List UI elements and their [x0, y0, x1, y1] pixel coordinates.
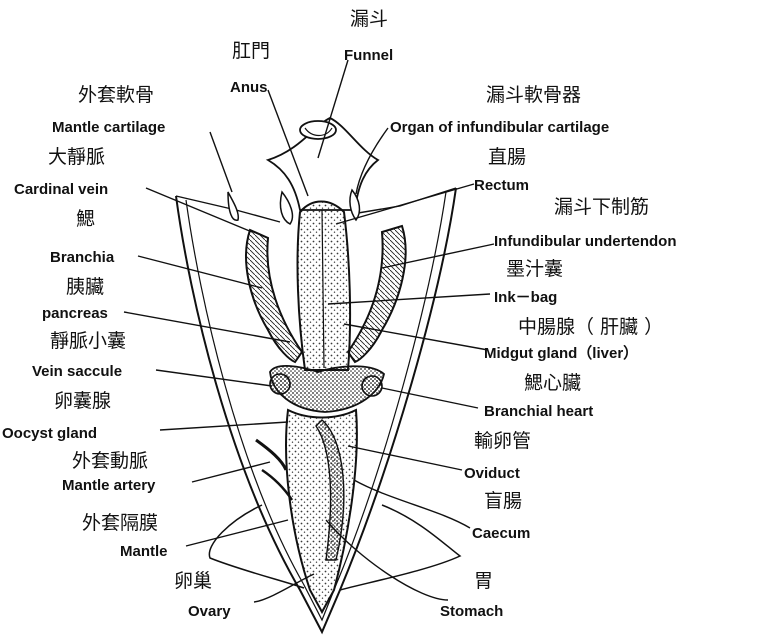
label-ovary-en: Ovary [188, 604, 231, 619]
fin-left [209, 505, 304, 588]
label-infundibular-tendon-en: Infundibular undertendon [494, 234, 676, 249]
label-oocyst-zh: 卵囊腺 [54, 392, 111, 411]
label-stomach-zh: 胃 [474, 572, 493, 591]
label-cardinal-vein-zh: 大靜脈 [48, 148, 105, 167]
stomach-ovary-body [286, 410, 357, 612]
label-rectum-zh: 直腸 [488, 148, 526, 167]
label-cardinal-vein-en: Cardinal vein [14, 182, 108, 197]
label-mantle-en: Mantle [120, 544, 168, 559]
label-stomach-en: Stomach [440, 604, 503, 619]
label-infundibular-tendon-zh: 漏斗下制筋 [554, 198, 649, 217]
label-anus-en: Anus [230, 80, 268, 95]
label-pancreas-zh: 胰臟 [66, 278, 104, 297]
label-anus-zh: 肛門 [232, 42, 270, 61]
label-oocyst-en: Oocyst gland [2, 426, 97, 441]
label-funnel-zh: 漏斗 [350, 10, 388, 29]
label-branchial-heart-en: Branchial heart [484, 404, 593, 419]
label-oviduct-en: Oviduct [464, 466, 520, 481]
label-mantle-cartilage-en: Mantle cartilage [52, 120, 165, 135]
label-oviduct-zh: 輸卵管 [474, 432, 531, 451]
branchial-heart-left [270, 374, 290, 394]
gill-right [348, 226, 406, 362]
label-pancreas-en: pancreas [42, 306, 108, 321]
label-caecum-zh: 盲腸 [484, 492, 522, 511]
label-ink-bag-en: Ink－bag [494, 290, 557, 305]
label-branchial-heart-zh: 鰓心臟 [524, 374, 581, 393]
label-branchia-en: Branchia [50, 250, 114, 265]
label-mantle-cartilage-zh: 外套軟骨 [78, 86, 154, 105]
label-mantle-artery-en: Mantle artery [62, 478, 155, 493]
label-rectum-en: Rectum [474, 178, 529, 193]
label-vein-saccule-en: Vein saccule [32, 364, 122, 379]
label-midgut-en: Midgut gland（liver） [484, 346, 638, 361]
mantle-cartilage-left [228, 192, 238, 220]
label-funnel-cartilage-zh: 漏斗軟骨器 [486, 86, 581, 105]
label-funnel-cartilage-en: Organ of infundibular cartilage [390, 120, 609, 135]
label-funnel-en: Funnel [344, 48, 393, 63]
label-midgut-zh: 中腸腺（ 肝臟 ） [518, 318, 663, 337]
label-ink-bag-zh: 墨汁囊 [506, 260, 563, 279]
label-ovary-zh: 卵巢 [174, 572, 212, 591]
branchial-heart-right [362, 376, 382, 396]
label-mantle-zh: 外套隔膜 [82, 514, 158, 533]
label-branchia-zh: 鰓 [76, 210, 95, 229]
funnel-cartilage-left [280, 192, 292, 224]
gill-left [246, 230, 302, 362]
label-caecum-en: Caecum [472, 526, 530, 541]
label-mantle-artery-zh: 外套動脈 [72, 452, 148, 471]
mantle-artery-left [256, 440, 286, 470]
label-vein-saccule-zh: 靜脈小囊 [50, 332, 126, 351]
